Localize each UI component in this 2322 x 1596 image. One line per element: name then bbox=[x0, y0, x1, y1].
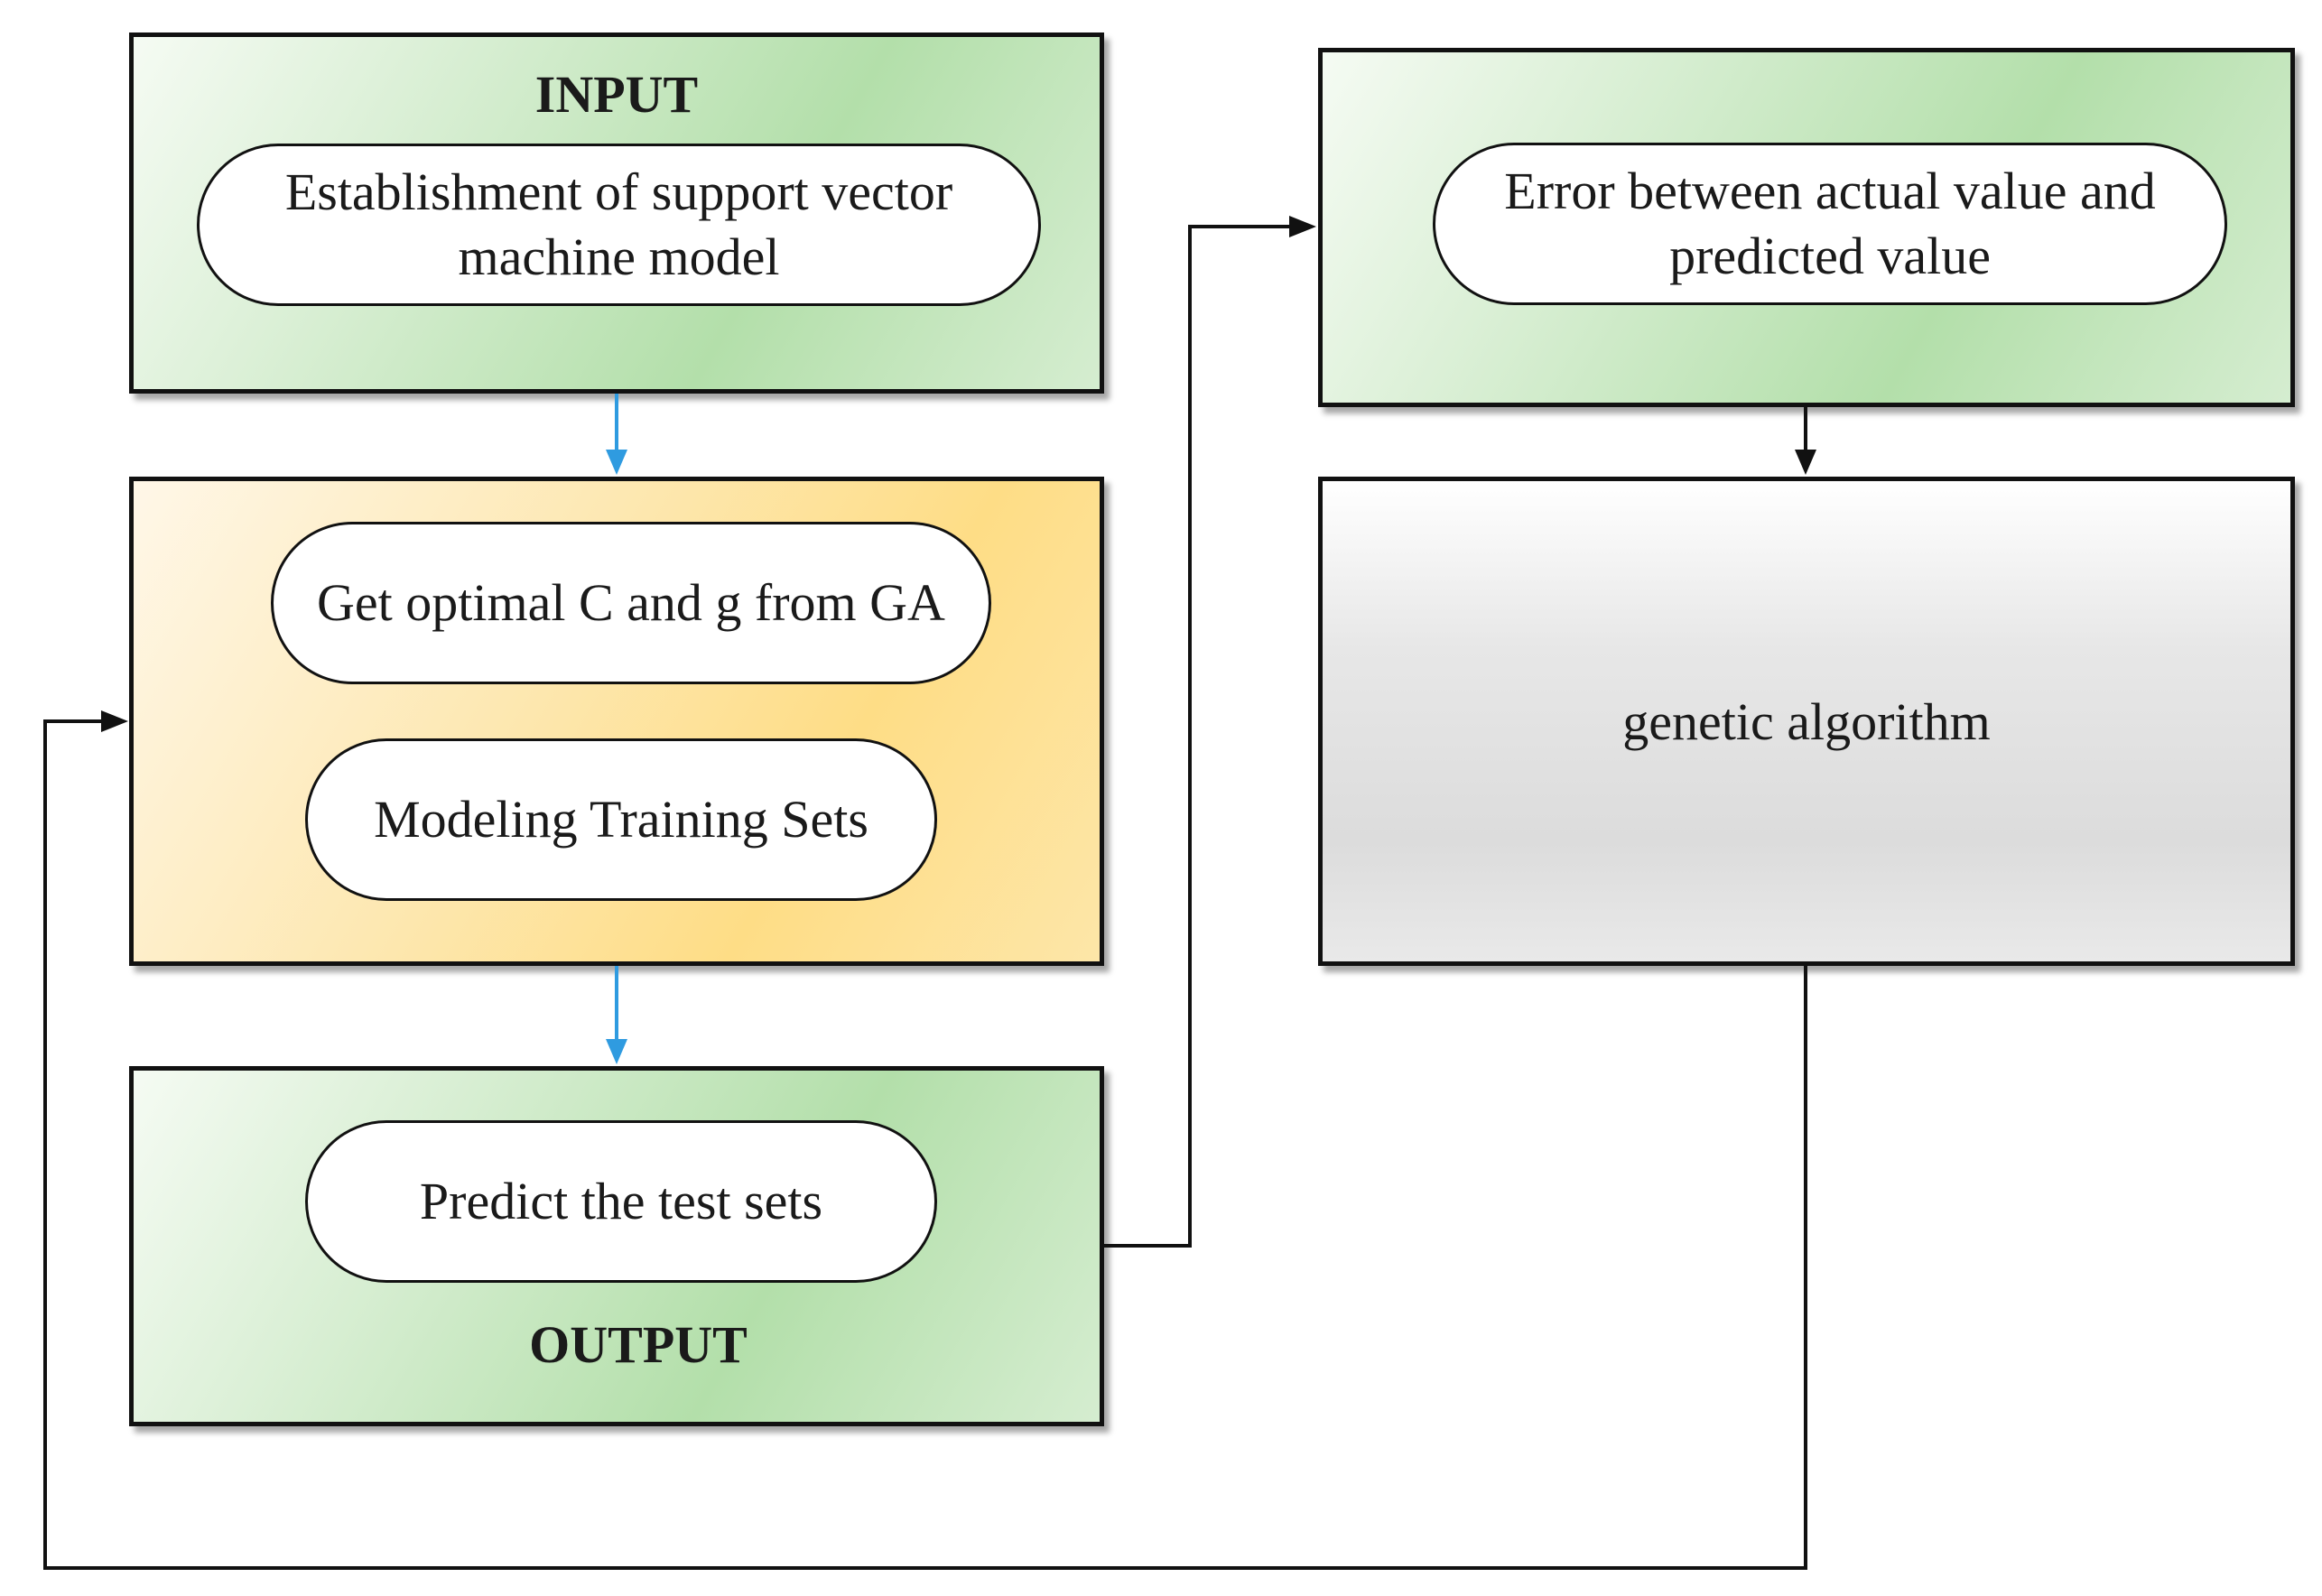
genetic-algorithm-label: genetic algorithm bbox=[1622, 691, 1991, 751]
output-box: Predict the test sets OUTPUT bbox=[129, 1066, 1104, 1426]
prediction-error-step: Error between actual value and predicted… bbox=[1433, 143, 2227, 305]
modeling-training-sets-step: Modeling Training Sets bbox=[305, 738, 937, 901]
svm-model-step: Establishment of support vector machine … bbox=[197, 144, 1041, 306]
get-optimal-params-step: Get optimal C and g from GA bbox=[271, 522, 991, 684]
arrow-optimization-to-output bbox=[606, 966, 627, 1064]
predict-test-sets-step: Predict the test sets bbox=[305, 1120, 937, 1283]
output-heading: OUTPUT bbox=[529, 1315, 748, 1374]
arrow-output-to-error bbox=[1104, 216, 1316, 1248]
input-heading: INPUT bbox=[534, 65, 699, 124]
arrow-error-to-genetic-algorithm bbox=[1795, 407, 1816, 475]
error-box: Error between actual value and predicted… bbox=[1318, 48, 2295, 407]
arrow-feedback-loop bbox=[43, 710, 1807, 1570]
input-box: INPUT Establishment of support vector ma… bbox=[129, 32, 1104, 394]
optimization-box: Get optimal C and g from GA Modeling Tra… bbox=[129, 477, 1104, 966]
arrow-input-to-optimization bbox=[606, 394, 627, 475]
genetic-algorithm-box: genetic algorithm bbox=[1318, 477, 2295, 966]
